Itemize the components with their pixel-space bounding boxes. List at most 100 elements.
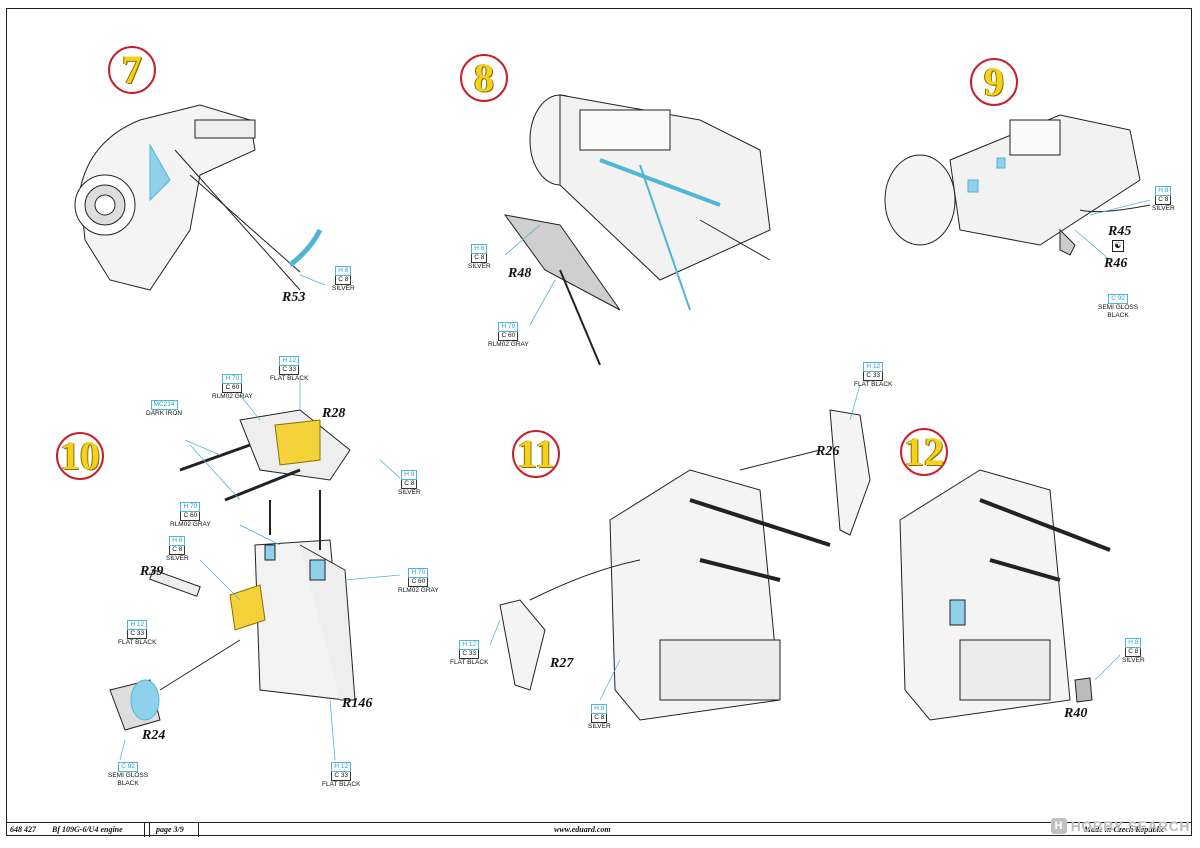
paint-code-c: C 33 xyxy=(127,630,148,639)
paint-name: RLM02 GRAY xyxy=(170,521,211,528)
paint-code-c: C 8 xyxy=(169,546,186,555)
paint-callout-dark-iron: MC214 DARK IRON xyxy=(146,400,182,418)
paint-code-c: C 60 xyxy=(408,578,429,587)
paint-code-h: H 8 xyxy=(591,704,608,714)
paint-code-h: H 8 xyxy=(471,244,488,254)
paint-name: RLM02 GRAY xyxy=(488,341,529,348)
paint-name: SILVER xyxy=(1152,205,1175,212)
step10-drawing xyxy=(109,409,356,731)
paint-code-c: C 92 xyxy=(118,762,138,772)
part-label-r146: R146 xyxy=(342,696,373,711)
paint-code-c: C 8 xyxy=(1155,196,1172,205)
paint-code-c: C 33 xyxy=(279,366,300,375)
footer-kit-code: 648 427 xyxy=(10,825,36,834)
paint-code-c: C 8 xyxy=(591,714,608,723)
part-label-r46: R46 xyxy=(1104,256,1128,271)
paint-callout-semi-gloss-black: C 92 SEMI GLOSS BLACK xyxy=(1098,294,1138,320)
paint-code-c: C 60 xyxy=(180,512,201,521)
watermark-logo-icon: H xyxy=(1050,818,1067,834)
paint-code-h: H 12 xyxy=(331,762,352,772)
step7-engine-drawing xyxy=(74,104,323,291)
paint-name: FLAT BLACK xyxy=(450,659,489,666)
paint-callout-silver: H 8 C 8 SILVER xyxy=(468,244,491,271)
part-label-r26: R26 xyxy=(816,444,840,459)
paint-name: DARK IRON xyxy=(146,410,183,417)
part-label-r53: R53 xyxy=(282,290,306,305)
step-10-number: 10 xyxy=(56,432,104,480)
paint-code-c: C 8 xyxy=(471,254,488,263)
paint-code-h: H 12 xyxy=(863,362,884,372)
paint-name: FLAT BLACK xyxy=(322,781,361,788)
paint-code-c: C 33 xyxy=(459,650,480,659)
footer-made-in: Made in Czech Republic xyxy=(1084,825,1165,834)
paint-callout-silver: H 8 C 8 SILVER xyxy=(1152,186,1175,213)
paint-code-c: C 8 xyxy=(335,276,352,285)
paint-code-h: H 8 xyxy=(1155,186,1172,196)
part-label-r45: R45 xyxy=(1108,224,1132,239)
paint-code-c: C 8 xyxy=(401,480,418,489)
paint-code-c: C 60 xyxy=(222,384,243,393)
step-7-number: 7 xyxy=(108,46,156,94)
paint-name: SILVER xyxy=(588,723,611,730)
paint-name: SILVER xyxy=(166,555,189,562)
step9-engine-drawing xyxy=(884,114,1151,256)
paint-callout-flat-black: H 12 C 33 FLAT BLACK xyxy=(118,620,156,647)
watermark-text: HOBBY SEARCH xyxy=(1070,818,1190,834)
paint-code-h: H 12 xyxy=(459,640,480,650)
paint-callout-flat-black: H 12 C 33 FLAT BLACK xyxy=(854,362,892,389)
paint-name: RLM02 GRAY xyxy=(212,393,253,400)
paint-name: FLAT BLACK xyxy=(854,381,893,388)
sign-icon: ☯ xyxy=(1112,240,1124,252)
paint-callout-silver: H 8 C 8 SILVER xyxy=(588,704,611,731)
step-9-number: 9 xyxy=(970,58,1018,106)
paint-code-c: C 33 xyxy=(331,772,352,781)
part-label-r24: R24 xyxy=(142,728,166,743)
paint-name: FLAT BLACK xyxy=(118,639,157,646)
paint-code-mc: MC214 xyxy=(150,400,178,410)
paint-callout-rlm02-gray: H 70 C 60 RLM02 GRAY xyxy=(398,568,439,595)
watermark: H HOBBY SEARCH xyxy=(1050,818,1190,834)
part-label-r27: R27 xyxy=(550,656,574,671)
paint-callout-flat-black: H 12 C 33 FLAT BLACK xyxy=(270,356,308,383)
paint-code-h: H 70 xyxy=(498,322,519,332)
paint-code-c: C 33 xyxy=(863,372,884,381)
paint-code-h: H 8 xyxy=(401,470,418,480)
paint-code-h: H 8 xyxy=(1125,638,1142,648)
paint-code-h: H 70 xyxy=(408,568,429,578)
paint-callout-rlm02-gray: H 70 C 60 RLM02 GRAY xyxy=(212,374,253,401)
paint-code-h: H 8 xyxy=(335,266,352,276)
paint-code-c: C 60 xyxy=(498,332,519,341)
footer-bar: 648 427 Bf 109G-6/U4 engine page 3/9 www… xyxy=(6,822,1192,837)
step-11-number: 11 xyxy=(512,430,560,478)
footer-divider xyxy=(149,823,150,837)
footer-kit-title: Bf 109G-6/U4 engine xyxy=(52,825,123,834)
paint-name: SEMI GLOSS xyxy=(108,772,149,779)
paint-callout-rlm02-gray: H 70 C 60 RLM02 GRAY xyxy=(488,322,529,349)
paint-name: SILVER xyxy=(1122,657,1145,664)
paint-code-h: H 70 xyxy=(180,502,201,512)
part-label-r40: R40 xyxy=(1064,706,1088,721)
footer-divider xyxy=(198,823,199,837)
paint-name: SILVER xyxy=(398,489,421,496)
step11-drawing xyxy=(499,409,871,721)
paint-code-h: H 12 xyxy=(279,356,300,366)
paint-name: FLAT BLACK xyxy=(270,375,309,382)
footer-website: www.eduard.com xyxy=(554,825,611,834)
paint-callout-silver: H 8 C 8 SILVER xyxy=(166,536,189,563)
footer-divider xyxy=(144,823,145,837)
paint-name: SILVER xyxy=(468,263,491,270)
paint-code-h: H 12 xyxy=(127,620,148,630)
paint-callout-rlm02-gray: H 70 C 60 RLM02 GRAY xyxy=(170,502,211,529)
part-label-r28: R28 xyxy=(322,406,346,421)
part-label-r48: R48 xyxy=(508,266,532,281)
paint-callout-flat-black: H 12 C 33 FLAT BLACK xyxy=(322,762,360,789)
step8-engine-drawing xyxy=(503,94,771,366)
paint-callout-flat-black: H 12 C 33 FLAT BLACK xyxy=(450,640,488,667)
paint-name: SILVER xyxy=(332,285,355,292)
paint-callout-silver: H 8 C 8 SILVER xyxy=(332,266,355,293)
paint-callout-semi-gloss-black: C 92 SEMI GLOSS BLACK xyxy=(108,762,148,788)
paint-name: BLACK xyxy=(117,780,139,787)
part-label-r39: R39 xyxy=(140,564,164,579)
paint-code-h: H 8 xyxy=(169,536,186,546)
